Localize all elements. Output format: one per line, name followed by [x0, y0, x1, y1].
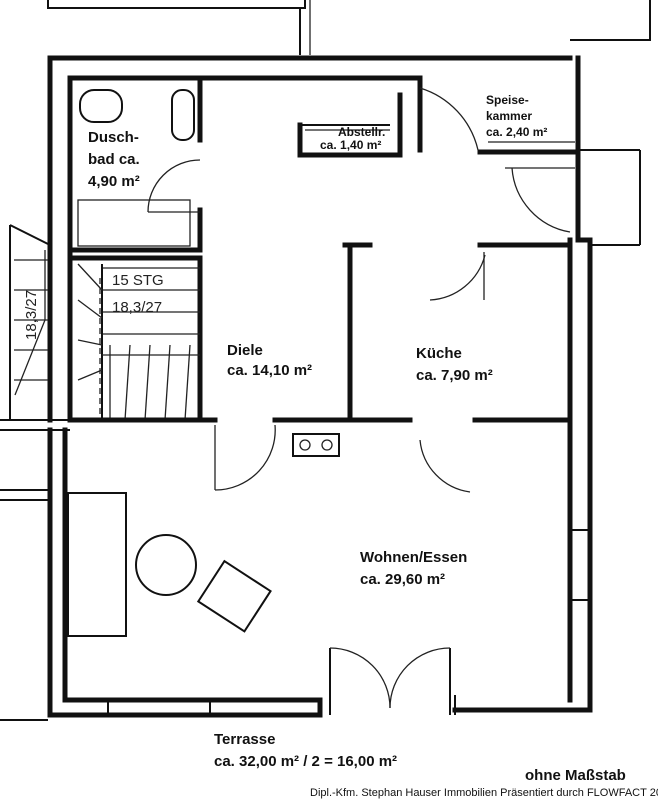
speisekammer-label-3: ca. 2,40 m² [486, 125, 547, 139]
bathroom [67, 75, 203, 253]
pantry [419, 87, 641, 246]
speisekammer-label-1: Speise- [486, 93, 529, 107]
terrasse-label-2: ca. 32,00 m² / 2 = 16,00 m² [214, 753, 397, 770]
terrasse-label-1: Terrasse [214, 731, 275, 748]
kitchen [342, 242, 573, 493]
hall-walls [67, 417, 353, 491]
stairs-steps-label: 15 STG [112, 272, 164, 289]
abstellr-label-2: ca. 1,40 m² [320, 138, 381, 152]
abstellr-label-1: Abstellr. [338, 125, 385, 139]
diele-label-2: ca. 14,10 m² [227, 362, 312, 379]
terrace-door [317, 647, 456, 718]
scale-note: ohne Maßstab [525, 767, 626, 784]
kueche-label-2: ca. 7,90 m² [416, 367, 493, 384]
wohnen-label-2: ca. 29,60 m² [360, 571, 445, 588]
duschbad-label-3: 4,90 m² [88, 173, 140, 190]
svg-text:Dusch-bad ca.4,90 m²: Dusch-bad ca. 4,90 m² [88, 129, 140, 190]
top-boundary [47, 0, 651, 55]
storage-room [297, 92, 403, 158]
credit-line: Dipl.-Kfm. Stephan Hauser Immobilien Prä… [310, 787, 658, 799]
wohnen-label-1: Wohnen/Essen [360, 549, 467, 566]
exterior-stairs-label: 18,3/27 [23, 290, 40, 340]
left-exterior-stairs [0, 224, 70, 721]
speisekammer-label-2: kammer [486, 109, 532, 123]
diele-label-1: Diele [227, 342, 263, 359]
kueche-label-1: Küche [416, 345, 462, 362]
living-furniture [67, 492, 272, 637]
duschbad-label-1: Dusch- [88, 129, 139, 146]
stairs-dimension-label: 18,3/27 [112, 299, 162, 316]
duschbad-label-2: bad ca. [88, 151, 140, 168]
svg-text:Abstellr.ca. 1,40 m²: Abstellr.ca. 1,40 m² [320, 125, 385, 152]
